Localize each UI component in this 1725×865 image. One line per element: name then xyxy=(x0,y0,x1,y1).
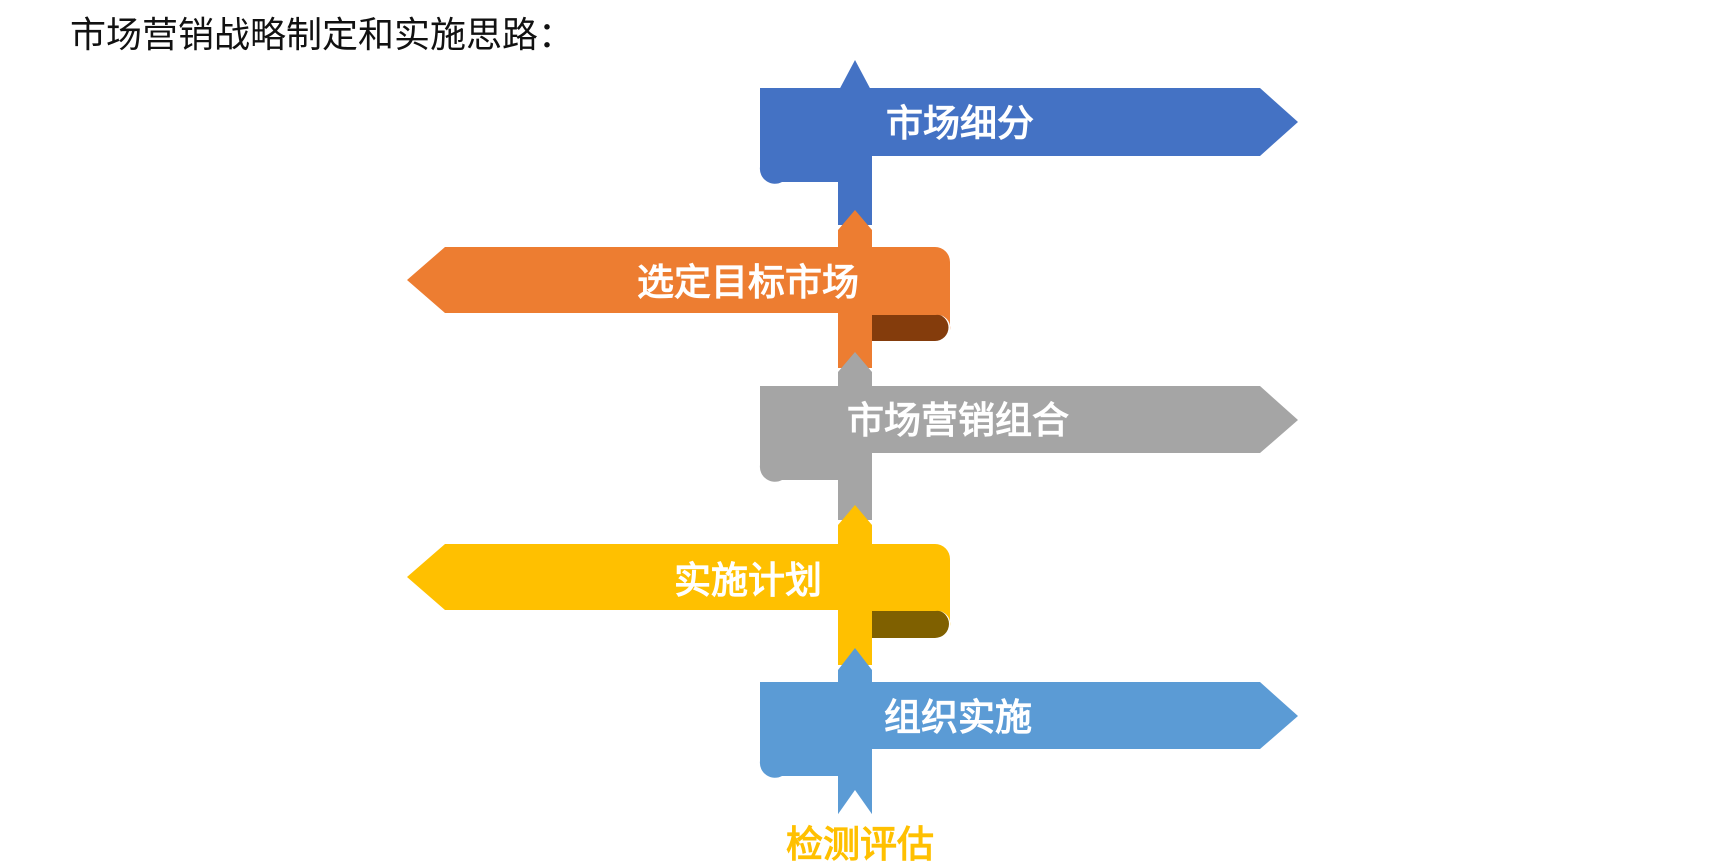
step-4-up-arrow xyxy=(838,505,872,665)
step-1-banner-body xyxy=(759,88,1298,184)
step-1-banner: 市场细分 xyxy=(759,60,1298,225)
step-4-banner-fold xyxy=(870,610,949,638)
step-1-up-arrow xyxy=(838,60,872,225)
step-5-banner-body xyxy=(759,682,1298,778)
step-3-up-arrow xyxy=(838,352,872,520)
step-5-up-arrow xyxy=(838,648,872,815)
step-2-banner-body xyxy=(407,247,951,330)
step-2-up-arrow xyxy=(838,210,872,368)
step-5-label: 组织实施 xyxy=(884,696,1032,739)
arrow-tail-notch xyxy=(836,790,874,817)
step-2-banner: 选定目标市场 xyxy=(407,210,951,368)
step-2-label: 选定目标市场 xyxy=(637,261,859,304)
final-step-label: 检测评估 xyxy=(786,823,934,865)
step-3-banner-body xyxy=(759,386,1298,482)
step-4-banner-body xyxy=(407,544,951,626)
step-4-label: 实施计划 xyxy=(674,559,822,602)
page-title: 市场营销战略制定和实施思路： xyxy=(70,15,575,56)
step-1-label: 市场细分 xyxy=(886,102,1034,145)
step-2-banner-fold xyxy=(870,314,949,341)
step-3-banner: 市场营销组合 xyxy=(759,352,1298,520)
step-3-label: 市场营销组合 xyxy=(847,399,1069,442)
step-5-banner: 组织实施 xyxy=(759,648,1298,815)
step-4-banner: 实施计划 xyxy=(407,505,951,665)
